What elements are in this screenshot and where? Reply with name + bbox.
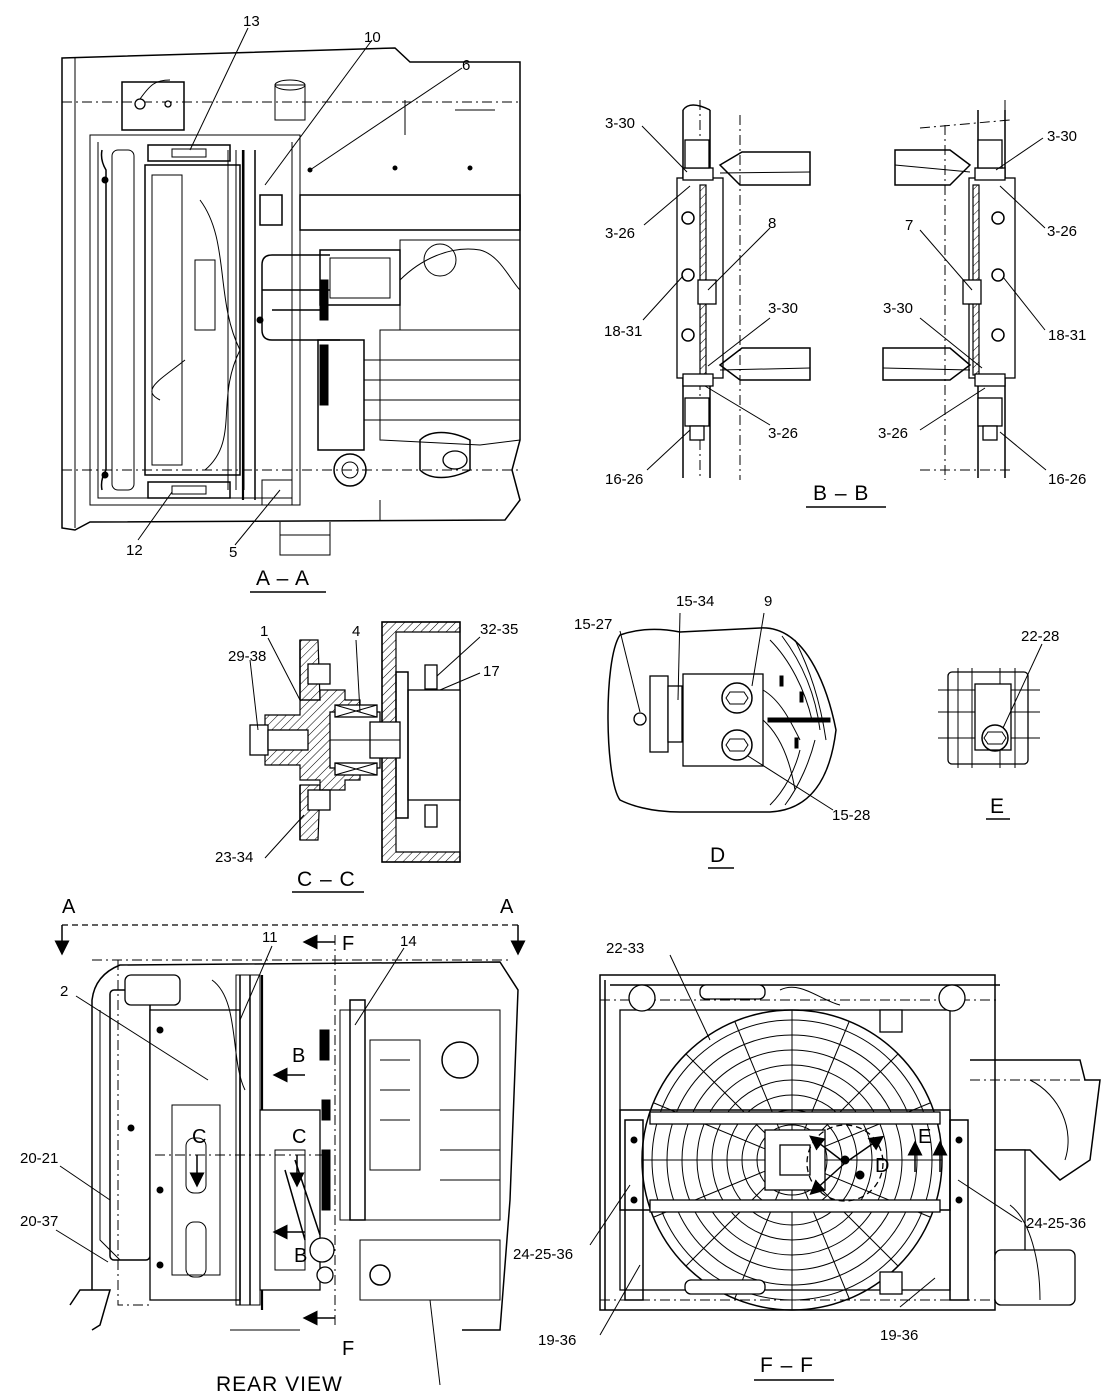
view-rear: A A F F xyxy=(20,896,526,1396)
callout-24-25-36: 24-25-36 xyxy=(513,1246,573,1263)
view-title-rear: REAR VIEW xyxy=(216,1373,343,1396)
callout-2: 2 xyxy=(60,983,68,1000)
view-cc: 4 1 32-35 29-38 17 23-34 C – C xyxy=(215,621,518,893)
callout-8: 8 xyxy=(768,215,776,232)
section-marker-d: D xyxy=(875,1155,889,1177)
callout-15-34: 15-34 xyxy=(676,593,714,610)
callout-3-26: 3-26 xyxy=(1047,223,1077,240)
callout-7: 7 xyxy=(905,217,913,234)
view-title-d: D xyxy=(710,844,726,867)
section-marker-f-bottom: F xyxy=(342,1338,354,1360)
section-marker-c-right: C xyxy=(292,1126,306,1148)
callout-3-26: 3-26 xyxy=(768,425,798,442)
view-ff: D E 22-33 24-25-36 24-25-36 19-36 19-36 … xyxy=(513,940,1101,1381)
callout-16-26: 16-26 xyxy=(605,471,643,488)
callout-19-36: 19-36 xyxy=(880,1327,918,1344)
callout-15-27: 15-27 xyxy=(574,616,612,633)
callout-22-33: 22-33 xyxy=(606,940,644,957)
callout-17: 17 xyxy=(483,663,500,680)
callout-5: 5 xyxy=(229,544,237,561)
view-aa: 13 10 6 12 5 A – A xyxy=(61,13,521,593)
view-title-bb: B – B xyxy=(813,482,869,505)
callout-24-25-36: 24-25-36 xyxy=(1026,1215,1086,1232)
section-marker-a-left: A xyxy=(62,896,76,918)
view-title-e: E xyxy=(990,795,1005,818)
view-title-cc: C – C xyxy=(297,868,356,891)
view-bb: 3-30 3-26 8 18-31 3-30 3-26 16-26 3-30 3… xyxy=(604,100,1086,508)
callout-9: 9 xyxy=(764,593,772,610)
callout-3-26: 3-26 xyxy=(878,425,908,442)
callout-11: 11 xyxy=(262,929,278,946)
callout-6: 6 xyxy=(462,57,470,74)
callout-3-26: 3-26 xyxy=(605,225,635,242)
callout-14: 14 xyxy=(400,933,417,950)
section-marker-b-bottom: B xyxy=(294,1245,307,1267)
callout-19-36: 19-36 xyxy=(538,1332,576,1349)
section-marker-b-top: B xyxy=(292,1045,305,1067)
callout-13: 13 xyxy=(243,13,260,30)
view-title-aa: A – A xyxy=(256,567,310,590)
callout-29-38: 29-38 xyxy=(228,648,266,665)
callout-32-35: 32-35 xyxy=(480,621,518,638)
callout-12: 12 xyxy=(126,542,143,559)
callout-1: 1 xyxy=(260,623,268,640)
callout-20-21: 20-21 xyxy=(20,1150,58,1167)
callout-23-34: 23-34 xyxy=(215,849,253,866)
view-title-ff: F – F xyxy=(760,1354,814,1377)
callout-22-28: 22-28 xyxy=(1021,628,1059,645)
section-marker-a-right: A xyxy=(500,896,514,918)
callout-18-31: 18-31 xyxy=(1048,327,1086,344)
callout-3-30: 3-30 xyxy=(768,300,798,317)
view-e: 22-28 E xyxy=(938,628,1059,820)
callout-18-31: 18-31 xyxy=(604,323,642,340)
section-marker-f-top: F xyxy=(342,933,354,955)
callout-20-37: 20-37 xyxy=(20,1213,58,1230)
section-marker-c-left: C xyxy=(192,1126,206,1148)
callout-3-30: 3-30 xyxy=(883,300,913,317)
callout-3-30: 3-30 xyxy=(1047,128,1077,145)
callout-10: 10 xyxy=(364,29,381,46)
view-d: 15-34 9 15-27 15-28 D xyxy=(574,593,870,869)
callout-16-26: 16-26 xyxy=(1048,471,1086,488)
callout-15-28: 15-28 xyxy=(832,807,870,824)
section-marker-e: E xyxy=(918,1126,931,1148)
callout-4: 4 xyxy=(352,623,360,640)
callout-3-30: 3-30 xyxy=(605,115,635,132)
